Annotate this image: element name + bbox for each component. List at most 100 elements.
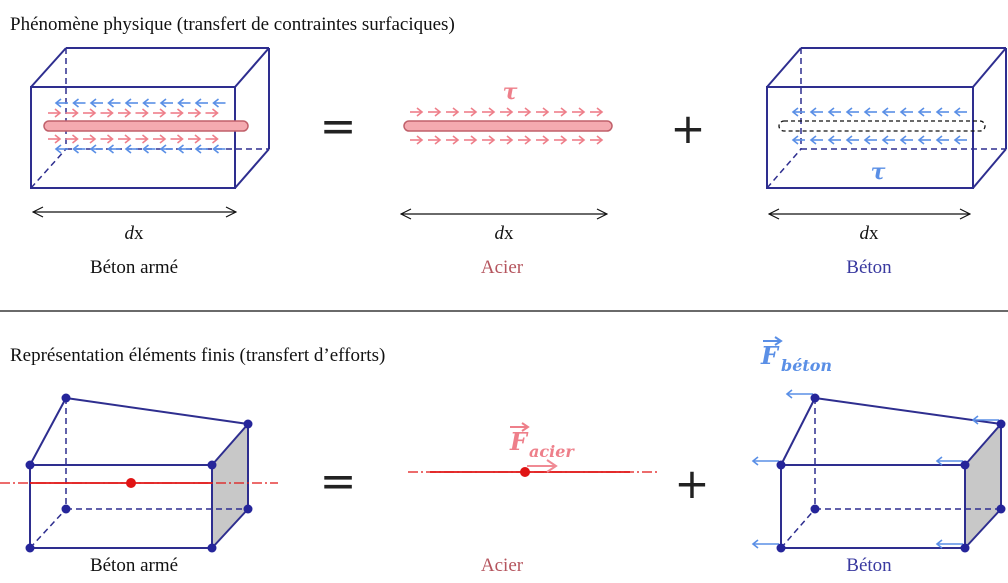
stress-arrow-pink <box>536 107 550 117</box>
stress-arrow-blue <box>791 107 805 117</box>
stress-arrow-pink <box>482 135 496 145</box>
stress-arrow-blue <box>107 144 121 154</box>
stress-arrow-pink <box>170 108 184 118</box>
stress-arrow-blue <box>177 98 191 108</box>
box-beton-arme-top <box>30 47 270 189</box>
stress-arrow-blue <box>159 98 173 108</box>
nodal-force-arrow <box>751 539 779 549</box>
stress-arrow-pink <box>100 108 114 118</box>
caption-beton-arme-top: Béton armé <box>89 257 179 278</box>
stress-arrow-blue <box>212 144 226 154</box>
section-title-physical: Phénomène physique (transfert de contrai… <box>10 14 455 35</box>
dx-label-1: dx <box>124 223 144 244</box>
nodal-force-arrow <box>785 389 813 399</box>
stress-arrow-pink <box>554 135 568 145</box>
stress-arrow-pink <box>482 107 496 117</box>
equals-sign-top: = <box>320 101 357 152</box>
stress-arrow-pink <box>464 135 478 145</box>
nodal-force-arrow <box>935 539 963 549</box>
nodal-force-arrow <box>751 456 779 466</box>
stress-arrow-blue <box>809 107 823 117</box>
stress-arrow-pink <box>100 134 114 144</box>
stress-arrow-blue <box>159 144 173 154</box>
stress-arrow-pink <box>410 135 424 145</box>
svg-text:acier: acier <box>529 442 575 461</box>
nodal-force-arrow <box>935 456 963 466</box>
svg-text:béton: béton <box>781 356 832 375</box>
caption-beton-bottom: Béton <box>846 555 892 576</box>
stress-arrow-pink <box>428 135 442 145</box>
stress-arrow-pink <box>153 108 167 118</box>
stress-arrow-blue <box>107 98 121 108</box>
stress-arrow-pink <box>464 107 478 117</box>
fe-box-beton-arme <box>0 393 278 553</box>
stress-arrow-blue <box>177 144 191 154</box>
stress-arrow-pink <box>590 135 604 145</box>
stress-arrow-pink <box>83 108 97 118</box>
stress-arrow-pink <box>65 134 79 144</box>
steel-bar-stress-arrows <box>410 107 604 145</box>
stress-arrow-blue <box>953 107 967 117</box>
box-beton-top <box>766 47 1007 189</box>
fe-box-beton <box>751 389 1006 553</box>
dx-label-2: dx <box>494 223 514 244</box>
stress-arrow-blue <box>54 144 68 154</box>
f-acier-arrow <box>527 459 558 473</box>
stress-arrow-pink <box>135 108 149 118</box>
stress-arrow-blue <box>899 107 913 117</box>
stress-arrow-blue <box>89 98 103 108</box>
stress-arrow-blue <box>881 135 895 145</box>
stress-arrow-blue <box>212 98 226 108</box>
stress-arrow-blue <box>72 98 86 108</box>
tau-label-steel: τ <box>503 79 518 105</box>
nodal-force-arrow <box>971 415 999 425</box>
stress-arrow-pink <box>554 107 568 117</box>
caption-acier-bottom: Acier <box>480 555 524 576</box>
stress-arrow-blue <box>124 98 138 108</box>
stress-arrow-pink <box>118 108 132 118</box>
plus-sign-top: + <box>670 104 705 153</box>
stress-arrow-blue <box>142 98 156 108</box>
steel-bar-alone <box>403 120 613 132</box>
stress-arrow-blue <box>935 135 949 145</box>
stress-arrow-blue <box>54 98 68 108</box>
stress-arrow-pink <box>500 135 514 145</box>
stress-arrow-pink <box>536 135 550 145</box>
stress-arrow-blue <box>124 144 138 154</box>
f-acier-label: F acier <box>509 422 575 461</box>
stress-arrow-pink <box>188 108 202 118</box>
stress-arrow-blue <box>827 107 841 117</box>
stress-arrow-pink <box>188 134 202 144</box>
stress-arrow-blue <box>194 98 208 108</box>
stress-arrow-blue <box>899 135 913 145</box>
caption-beton-top: Béton <box>846 257 892 278</box>
stress-arrow-pink <box>428 107 442 117</box>
dx-label-3: dx <box>859 223 879 244</box>
stress-arrow-pink <box>500 107 514 117</box>
stress-arrow-pink <box>446 135 460 145</box>
stress-arrow-blue <box>89 144 103 154</box>
box1-stress-arrows <box>48 98 226 154</box>
stress-arrow-blue <box>72 144 86 154</box>
svg-text:F: F <box>760 341 780 370</box>
stress-arrow-pink <box>170 134 184 144</box>
stress-arrow-blue <box>917 135 931 145</box>
stress-arrow-pink <box>205 134 219 144</box>
stress-arrow-pink <box>572 107 586 117</box>
stress-arrow-blue <box>881 107 895 117</box>
plus-sign-bottom: + <box>674 459 709 508</box>
stress-arrow-pink <box>48 134 62 144</box>
stress-arrow-blue <box>809 135 823 145</box>
stress-arrow-pink <box>518 135 532 145</box>
stress-arrow-pink <box>518 107 532 117</box>
svg-text:F: F <box>509 427 529 456</box>
stress-arrow-blue <box>827 135 841 145</box>
stress-arrow-pink <box>572 135 586 145</box>
steel-bar-in-concrete <box>43 120 249 132</box>
stress-arrow-blue <box>791 135 805 145</box>
stress-arrow-pink <box>410 107 424 117</box>
empty-bar-hole <box>778 120 986 132</box>
stress-arrow-blue <box>845 107 859 117</box>
f-beton-label: F béton <box>760 336 832 375</box>
